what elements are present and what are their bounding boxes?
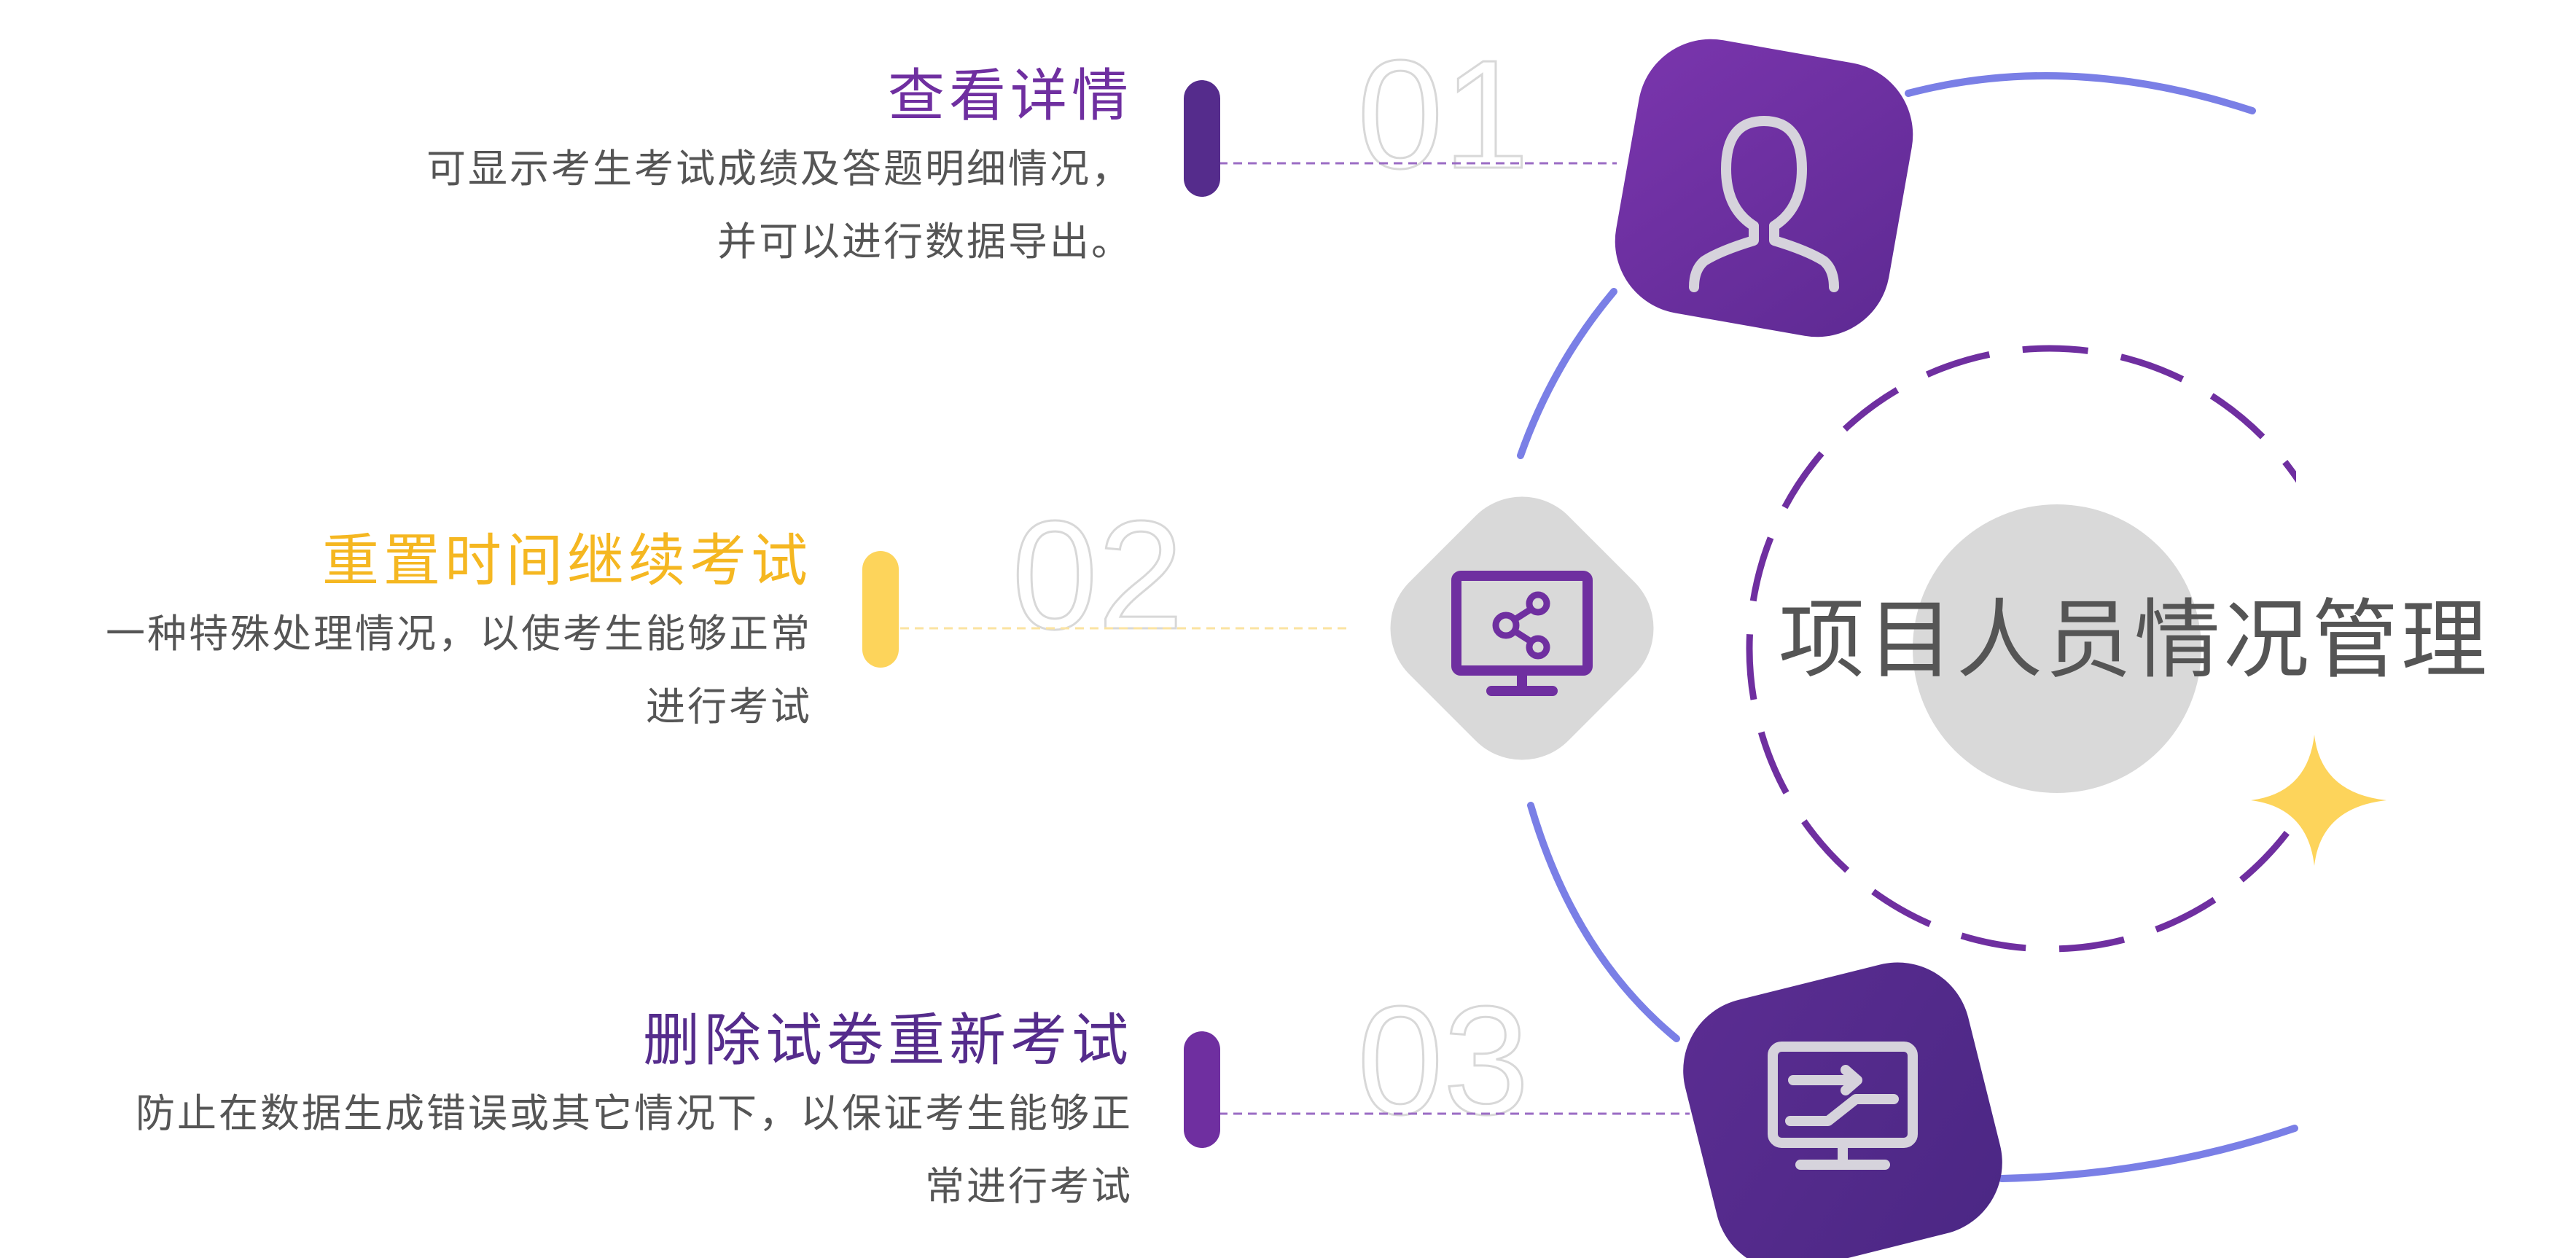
- feature-title: 查看详情: [887, 63, 1133, 129]
- feature-description: 可显示考生考试成绩及答题明细情况， 并可以进行数据导出。: [426, 133, 1133, 278]
- center-title: 项目人员情况管理: [1779, 590, 2491, 690]
- sparkle-icon: [2251, 735, 2386, 866]
- outer-ring-left-lower-segment: [1527, 802, 1680, 1042]
- center-disc: [1913, 504, 2201, 793]
- feature-title: 重置时间继续考试: [321, 528, 812, 594]
- monitor-transfer-icon: [1768, 1042, 1918, 1170]
- dashed-ring-gap: [2296, 466, 2493, 773]
- outer-ring-left-upper-segment: [1517, 288, 1617, 459]
- monitor-share-icon: [1451, 571, 1593, 696]
- step-numbers: 01 02 03: [1011, 27, 1531, 1148]
- user-icon: [1689, 116, 1839, 292]
- feature-item-delete-paper: 删除试卷重新考试 防止在数据生成错误或其它情况下，以保证考生能够正 常进行考试: [136, 1004, 1133, 1223]
- icon-tile-01-bg: [1615, 39, 1913, 337]
- feature-description-line: 进行考试: [646, 684, 812, 730]
- feature-description-line: 防止在数据生成错误或其它情况下，以保证考生能够正: [136, 1090, 1133, 1136]
- icon-tile-02: [1390, 496, 1654, 760]
- icon-tile-01: [1615, 39, 1913, 337]
- outer-ring: [1517, 72, 2298, 1182]
- icon-tile-03: [1683, 962, 2002, 1258]
- feature-description: 防止在数据生成错误或其它情况下，以保证考生能够正 常进行考试: [136, 1077, 1133, 1223]
- feature-item-reset-time: 重置时间继续考试 一种特殊处理情况，以使考生能够正常 进行考试: [106, 525, 812, 743]
- outer-ring-top-segment: [1905, 72, 2256, 114]
- feature-title: 删除试卷重新考试: [642, 1008, 1133, 1074]
- feature-description-line: 可显示考生考试成绩及答题明细情况，: [426, 146, 1133, 192]
- accent-pill-01: [1184, 80, 1220, 197]
- step-number-02: 02: [1012, 488, 1184, 661]
- icon-tile-02-bg: [1390, 496, 1654, 760]
- connector-lines: [900, 162, 1690, 1115]
- feature-description-line: 一种特殊处理情况，以使考生能够正常: [106, 611, 812, 657]
- accent-pill-03: [1184, 1031, 1220, 1148]
- feature-item-view-details: 查看详情 可显示考生考试成绩及答题明细情况， 并可以进行数据导出。: [426, 60, 1133, 278]
- feature-description: 一种特殊处理情况，以使考生能够正常 进行考试: [106, 598, 812, 743]
- step-number-01: 01: [1357, 28, 1529, 200]
- outer-ring-bottom-segment: [1998, 1125, 2298, 1182]
- step-number-03: 03: [1357, 974, 1529, 1146]
- accent-pill-02: [862, 551, 899, 668]
- feature-description-line: 常进行考试: [925, 1163, 1133, 1209]
- feature-description-line: 并可以进行数据导出。: [717, 219, 1133, 265]
- icon-tile-03-bg: [1683, 962, 2002, 1258]
